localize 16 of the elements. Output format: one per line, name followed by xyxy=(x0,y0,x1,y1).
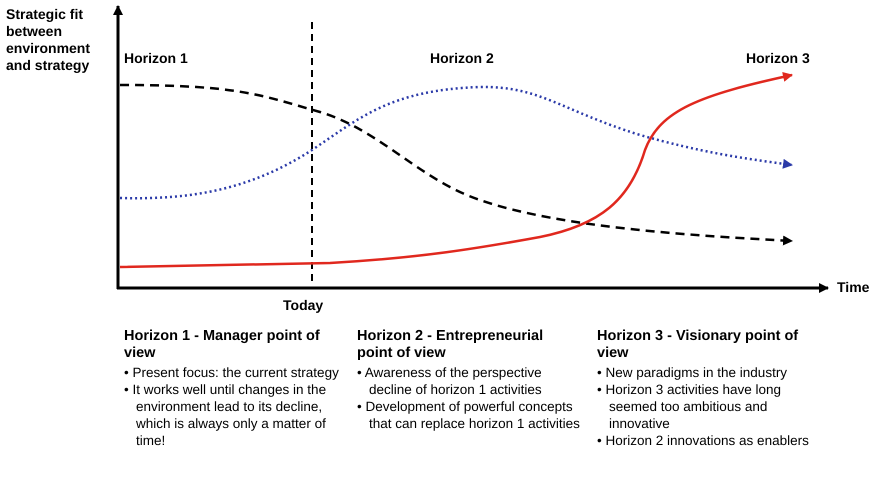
bullet-item: • It works well until changes in the environment lead to its decline, which is always only a matter of time! xyxy=(124,381,328,449)
bullet-item: • Horizon 3 activities have long seemed too ambitious and innovative xyxy=(597,381,782,432)
bullet-item: • Development of powerful concepts that can replace horizon 1 activities xyxy=(357,398,581,432)
horizon-label: Horizon 3 xyxy=(746,50,810,67)
bullet-item: • New paradigms in the industry xyxy=(597,364,788,381)
axis-marker-label: Today xyxy=(283,297,324,314)
horizon-label: Horizon 1 xyxy=(124,50,188,67)
horizon-label: Horizon 2 xyxy=(430,50,494,67)
column-heading: Horizon 3 - Visionary point of view xyxy=(597,328,800,362)
axis-title: Time xyxy=(837,279,870,296)
column-heading: Horizon 1 - Manager point of view xyxy=(124,328,321,362)
column-heading: Horizon 2 - Entrepreneurial point of view xyxy=(357,328,544,362)
axis-title: Strategic fit between environment and strategy xyxy=(6,6,92,74)
bullet-item: • Present focus: the current strategy xyxy=(124,364,340,381)
bullet-item: • Awareness of the perspective decline of horizon 1 activities xyxy=(357,364,543,398)
bullet-item: • Horizon 2 innovations as enablers xyxy=(597,432,810,449)
